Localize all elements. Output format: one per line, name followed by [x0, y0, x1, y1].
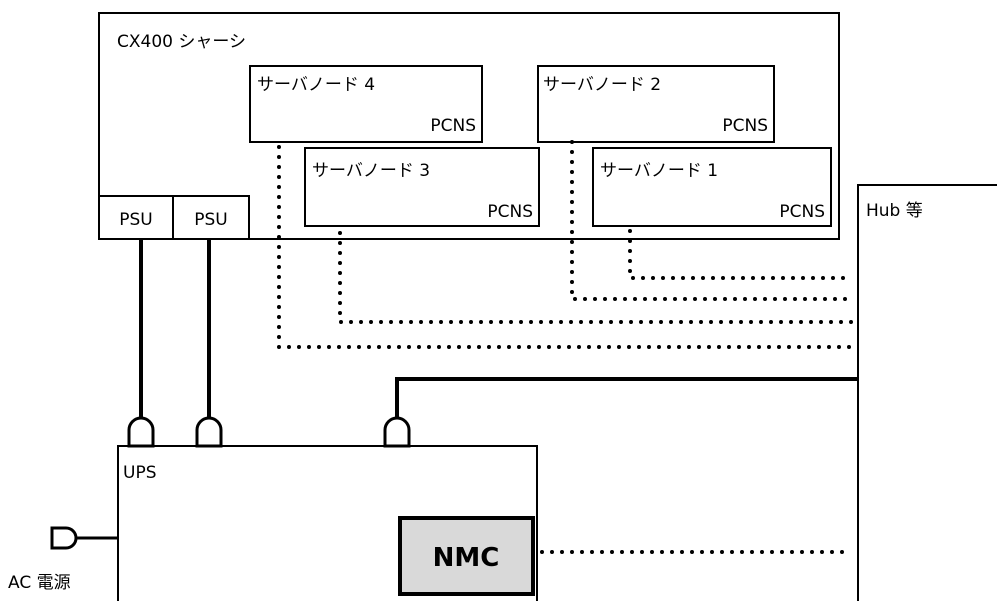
network-link-node-3	[338, 231, 854, 324]
psu-2-box	[172, 195, 250, 240]
server-node-2-box	[537, 65, 775, 143]
ac-label: AC 電源	[8, 573, 71, 593]
server-node-3-label: サーバノード 3	[312, 161, 430, 181]
network-cable-ups-hub	[395, 377, 858, 420]
nmc-box	[398, 516, 535, 596]
ac-plug-icon	[50, 526, 78, 550]
server-node-4: サーバノード 4 PCNS	[249, 65, 483, 143]
server-node-4-label: サーバノード 4	[257, 75, 375, 95]
server-node-2-label: サーバノード 2	[543, 75, 661, 95]
server-node-1-box	[592, 147, 832, 227]
server-node-4-box	[249, 65, 483, 143]
server-node-3-pcns: PCNS	[487, 202, 533, 222]
server-node-3-box	[304, 147, 540, 227]
server-node-4-pcns: PCNS	[430, 116, 476, 136]
ups-outlet-plug-1-icon	[127, 416, 155, 448]
psu-2-label: PSU	[194, 210, 228, 230]
ups-label: UPS	[123, 463, 157, 483]
server-node-1-label: サーバノード 1	[600, 161, 718, 181]
server-node-2-pcns: PCNS	[722, 116, 768, 136]
ups-outlet-plug-2-icon	[195, 416, 223, 448]
hub-label: Hub 等	[866, 201, 923, 221]
ac-power: AC 電源	[8, 526, 118, 593]
server-node-3: サーバノード 3 PCNS	[304, 147, 540, 227]
nmc: NMC	[398, 516, 535, 596]
psu-2: PSU	[172, 195, 250, 240]
psu-1-box	[98, 195, 174, 240]
network-link-node-4	[277, 145, 854, 349]
psu-1: PSU	[98, 195, 174, 240]
server-node-1: サーバノード 1 PCNS	[592, 147, 832, 227]
hub: Hub 等	[857, 184, 997, 601]
ups-network-plug-icon	[383, 416, 411, 448]
chassis-label: CX400 シャーシ	[117, 32, 246, 52]
server-node-1-pcns: PCNS	[779, 202, 825, 222]
hub-frame	[857, 184, 997, 601]
nmc-label: NMC	[433, 543, 500, 573]
server-node-2: サーバノード 2 PCNS	[537, 65, 775, 143]
psu-1-label: PSU	[119, 210, 153, 230]
